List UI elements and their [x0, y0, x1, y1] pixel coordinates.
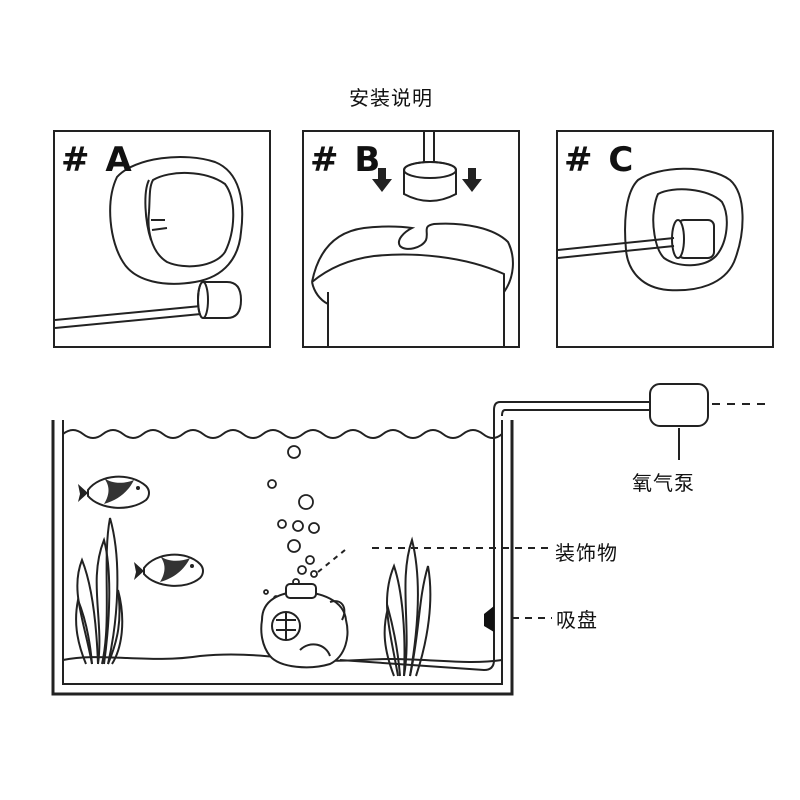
- step-c-illustration: [558, 167, 744, 292]
- decoration-label: 装饰物: [555, 541, 618, 565]
- fish-icon: [78, 475, 150, 509]
- step-a-label: # A: [61, 140, 134, 180]
- step-c-label: # C: [564, 140, 636, 180]
- suction-cup-icon: [484, 606, 494, 632]
- down-arrow-right-icon: [462, 168, 482, 192]
- fish-icon: [134, 553, 204, 587]
- page-title: 安装说明: [349, 86, 433, 110]
- air-pump-label: 氧气泵: [632, 471, 695, 495]
- step-a-illustration: [55, 156, 244, 329]
- air-pump-icon: [649, 383, 709, 427]
- down-arrow-left-icon: [372, 168, 392, 192]
- air-bubbles: [263, 445, 320, 601]
- water-surface: [62, 429, 503, 439]
- step-b-illustration: [311, 132, 514, 346]
- step-a-panel: # A: [53, 130, 271, 348]
- step-c-panel: # C: [556, 130, 774, 348]
- suction-cup-label: 吸盘: [556, 608, 598, 632]
- seaweed-right: [383, 536, 432, 677]
- air-tube: [339, 401, 650, 672]
- step-b-label: # B: [310, 140, 383, 180]
- step-b-panel: # B: [302, 130, 520, 348]
- decoration-ornament-icon: [260, 583, 349, 669]
- seaweed-left: [75, 517, 124, 665]
